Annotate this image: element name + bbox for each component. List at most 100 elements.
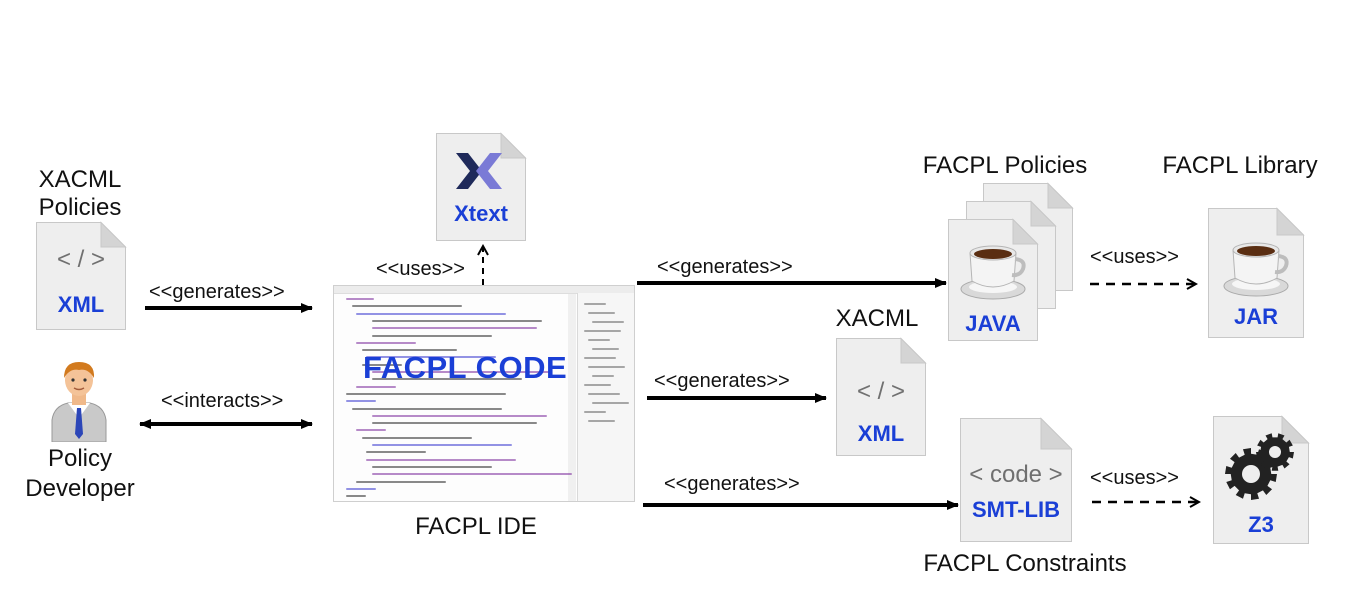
smt-lib-document: < code > SMT-LIB xyxy=(960,417,1073,542)
facpl-ide-screenshot xyxy=(333,285,635,502)
document-fold xyxy=(1040,417,1073,450)
ide-outline-item xyxy=(588,366,625,368)
ide-code-line xyxy=(356,312,506,315)
document-body xyxy=(836,338,926,456)
facpl-policies-title: FACPL Policies xyxy=(922,152,1088,179)
developer-label-line2: Developer xyxy=(25,475,135,502)
facpl-library-title: FACPL Library xyxy=(1162,152,1318,179)
ide-outline-item xyxy=(592,321,624,323)
document-body xyxy=(436,133,526,241)
document-icon xyxy=(836,337,927,456)
ide-code-line xyxy=(366,356,496,359)
z3-document: Z3 xyxy=(1213,415,1310,544)
ide-code-line xyxy=(366,458,516,461)
ide-outline-item xyxy=(584,411,606,413)
ide-code-line xyxy=(356,341,416,344)
xtext-tag: Xtext xyxy=(454,201,508,226)
ide-outline-panel xyxy=(577,293,634,501)
document-fold xyxy=(900,337,927,364)
document-body xyxy=(36,222,126,330)
ide-tab-bar xyxy=(334,286,634,294)
xacml-input-title-line2: Policies xyxy=(38,194,122,221)
uses-jar-label: <<uses>> xyxy=(1090,246,1179,268)
xtext-document: Xtext xyxy=(436,132,527,241)
generates-xml-label: <<generates>> xyxy=(654,370,790,392)
ide-outline-item xyxy=(592,402,629,404)
java-cup-icon xyxy=(960,245,1026,300)
document-fold xyxy=(500,132,527,159)
generates-input-label: <<generates>> xyxy=(149,281,285,303)
ide-code-line xyxy=(352,305,462,308)
ide-outline-item xyxy=(588,420,615,422)
z3-tag: Z3 xyxy=(1248,512,1274,537)
ide-outline-item xyxy=(588,393,620,395)
smt-lib-tag: SMT-LIB xyxy=(972,497,1060,522)
facpl-ide-caption: FACPL IDE xyxy=(415,513,537,540)
ide-code-line xyxy=(372,473,572,476)
ide-code-line xyxy=(346,392,506,395)
document-icon xyxy=(436,132,527,241)
interacts-label: <<interacts>> xyxy=(161,390,284,412)
smt-lib-code-symbol: < code > xyxy=(969,461,1063,488)
xacml-output-code-symbol: < / > xyxy=(856,378,906,405)
ide-code-line xyxy=(346,298,374,300)
ide-outline-item xyxy=(584,384,611,386)
ide-scrollbar xyxy=(568,294,576,501)
document-fold xyxy=(1012,218,1039,245)
ide-outline-item xyxy=(584,330,621,332)
generates-java-label: <<generates>> xyxy=(657,256,793,278)
uses-xtext-label: <<uses>> xyxy=(376,258,465,280)
ide-code-line xyxy=(346,487,376,490)
ide-outline-item xyxy=(588,312,615,314)
ide-code-line xyxy=(372,444,512,446)
xacml-output-tag: XML xyxy=(857,421,905,446)
generates-smt-label: <<generates>> xyxy=(664,473,800,495)
xacml-input-document: < / > XML xyxy=(36,221,127,330)
uses-z3-label: <<uses>> xyxy=(1090,467,1179,489)
ide-code-line xyxy=(372,319,542,322)
xacml-input-title-line1: XACML xyxy=(38,166,122,193)
ide-code-line xyxy=(372,465,492,468)
ide-outline-item xyxy=(592,375,614,377)
ide-code-line xyxy=(356,429,386,432)
document-fold xyxy=(1030,200,1057,227)
ide-code-line xyxy=(356,480,446,483)
ide-outline-item xyxy=(584,357,616,359)
ide-code-line xyxy=(372,414,547,417)
ide-code-line xyxy=(346,400,376,403)
jar-tag: JAR xyxy=(1233,304,1278,329)
xacml-output-title: XACML xyxy=(835,305,919,332)
ide-code-line xyxy=(372,334,492,337)
jar-cup-icon xyxy=(1223,242,1289,297)
facpl-code-overlay: FACPL CODE xyxy=(363,350,568,385)
facpl-constraints-caption: FACPL Constraints xyxy=(923,550,1127,577)
ide-outline-item xyxy=(584,303,606,305)
document-fold xyxy=(100,221,127,248)
xacml-input-title: XACML Policies xyxy=(20,166,140,222)
xacml-input-code-symbol: < / > xyxy=(56,246,106,273)
ide-code-line xyxy=(356,385,396,388)
document-icon xyxy=(960,417,1073,542)
ide-code-line xyxy=(362,349,457,352)
ide-code-line xyxy=(372,327,537,330)
java-tag: JAVA xyxy=(965,311,1021,336)
developer-avatar-icon xyxy=(48,358,110,443)
ide-code-line xyxy=(346,495,366,498)
xacml-output-document: < / > XML xyxy=(836,337,927,456)
document-fold xyxy=(1047,182,1074,209)
xacml-input-tag: XML xyxy=(57,292,105,317)
ide-code-line xyxy=(372,422,537,425)
ide-code-line xyxy=(352,407,502,410)
gears-icon xyxy=(1225,433,1294,500)
document-icon xyxy=(36,221,127,330)
ide-code-line xyxy=(372,371,552,373)
document-fold xyxy=(1276,207,1305,236)
document-fold xyxy=(1281,415,1310,444)
ide-outline-item xyxy=(592,348,619,350)
developer-label-line1: Policy xyxy=(47,445,113,472)
ide-code-line xyxy=(362,363,402,366)
developer-label: Policy Developer xyxy=(10,444,150,504)
ide-code-line xyxy=(372,378,522,381)
java-document: JAVA xyxy=(948,218,1039,341)
jar-document: JAR xyxy=(1208,207,1305,338)
